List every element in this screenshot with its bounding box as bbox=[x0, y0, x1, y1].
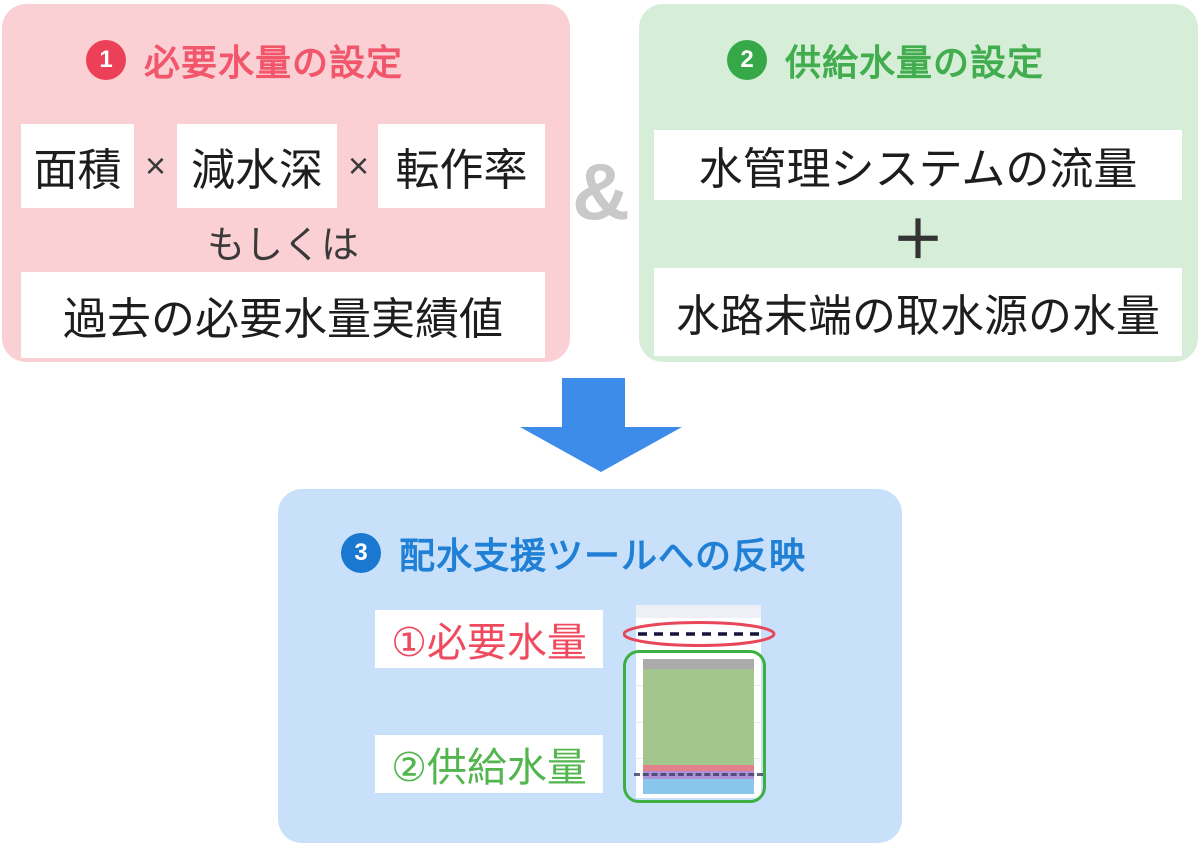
step2-badge: 2 bbox=[727, 40, 767, 80]
tool-chart-thumbnail bbox=[623, 600, 778, 815]
step3-title: 配水支援ツールへの反映 bbox=[399, 535, 807, 576]
required-water-header: 1 必要水量の設定 bbox=[86, 34, 403, 86]
required-water-panel: 1 必要水量の設定 面積 × 減水深 × 転作率 もしくは 過去の必要水量実績値 bbox=[2, 4, 570, 362]
down-arrow-icon bbox=[520, 378, 682, 472]
factor-area-box: 面積 bbox=[21, 124, 134, 208]
required-highlight-overlay bbox=[623, 621, 776, 647]
past-actual-value-box: 過去の必要水量実績値 bbox=[21, 272, 545, 358]
step3-badge: 3 bbox=[341, 533, 381, 573]
step1-badge: 1 bbox=[86, 40, 126, 80]
bar-segment-pink-line bbox=[643, 765, 754, 771]
distribution-tool-panel: 3 配水支援ツールへの反映 ①必要水量 ②供給水量 bbox=[278, 489, 902, 843]
step1-title: 必要水量の設定 bbox=[144, 42, 404, 83]
step3-badge-number: 3 bbox=[354, 539, 368, 566]
step1-badge-number: 1 bbox=[99, 46, 113, 73]
chart-column-topband bbox=[636, 605, 761, 618]
bar-segment-blue bbox=[643, 779, 754, 794]
intake-source-box: 水路末端の取水源の水量 bbox=[654, 268, 1182, 356]
multiply-icon: × bbox=[144, 145, 167, 186]
ampersand-symbol: & bbox=[572, 147, 630, 236]
factor-water-depth-box: 減水深 bbox=[177, 124, 337, 208]
legend-required-water: ①必要水量 bbox=[375, 610, 603, 668]
supply-water-panel: 2 供給水量の設定 水管理システムの流量 ＋ 水路末端の取水源の水量 bbox=[639, 4, 1198, 362]
distribution-tool-header: 3 配水支援ツールへの反映 bbox=[341, 527, 806, 579]
supply-water-header: 2 供給水量の設定 bbox=[727, 34, 1044, 86]
step2-title: 供給水量の設定 bbox=[785, 42, 1045, 83]
supply-level-dashed-line bbox=[634, 773, 763, 776]
multiply-icon: × bbox=[347, 145, 370, 186]
bar-segment-gray bbox=[643, 659, 754, 669]
step2-badge-number: 2 bbox=[740, 46, 754, 73]
required-highlight-ellipse bbox=[623, 621, 776, 647]
plus-icon: ＋ bbox=[891, 211, 944, 270]
bar-segment-green-supply bbox=[643, 669, 754, 765]
factor-conversion-rate-box: 転作率 bbox=[378, 124, 545, 208]
or-text: もしくは bbox=[206, 225, 359, 267]
supply-highlight-outline bbox=[623, 650, 766, 803]
system-flow-box: 水管理システムの流量 bbox=[654, 130, 1182, 200]
legend-supply-water: ②供給水量 bbox=[375, 735, 603, 793]
